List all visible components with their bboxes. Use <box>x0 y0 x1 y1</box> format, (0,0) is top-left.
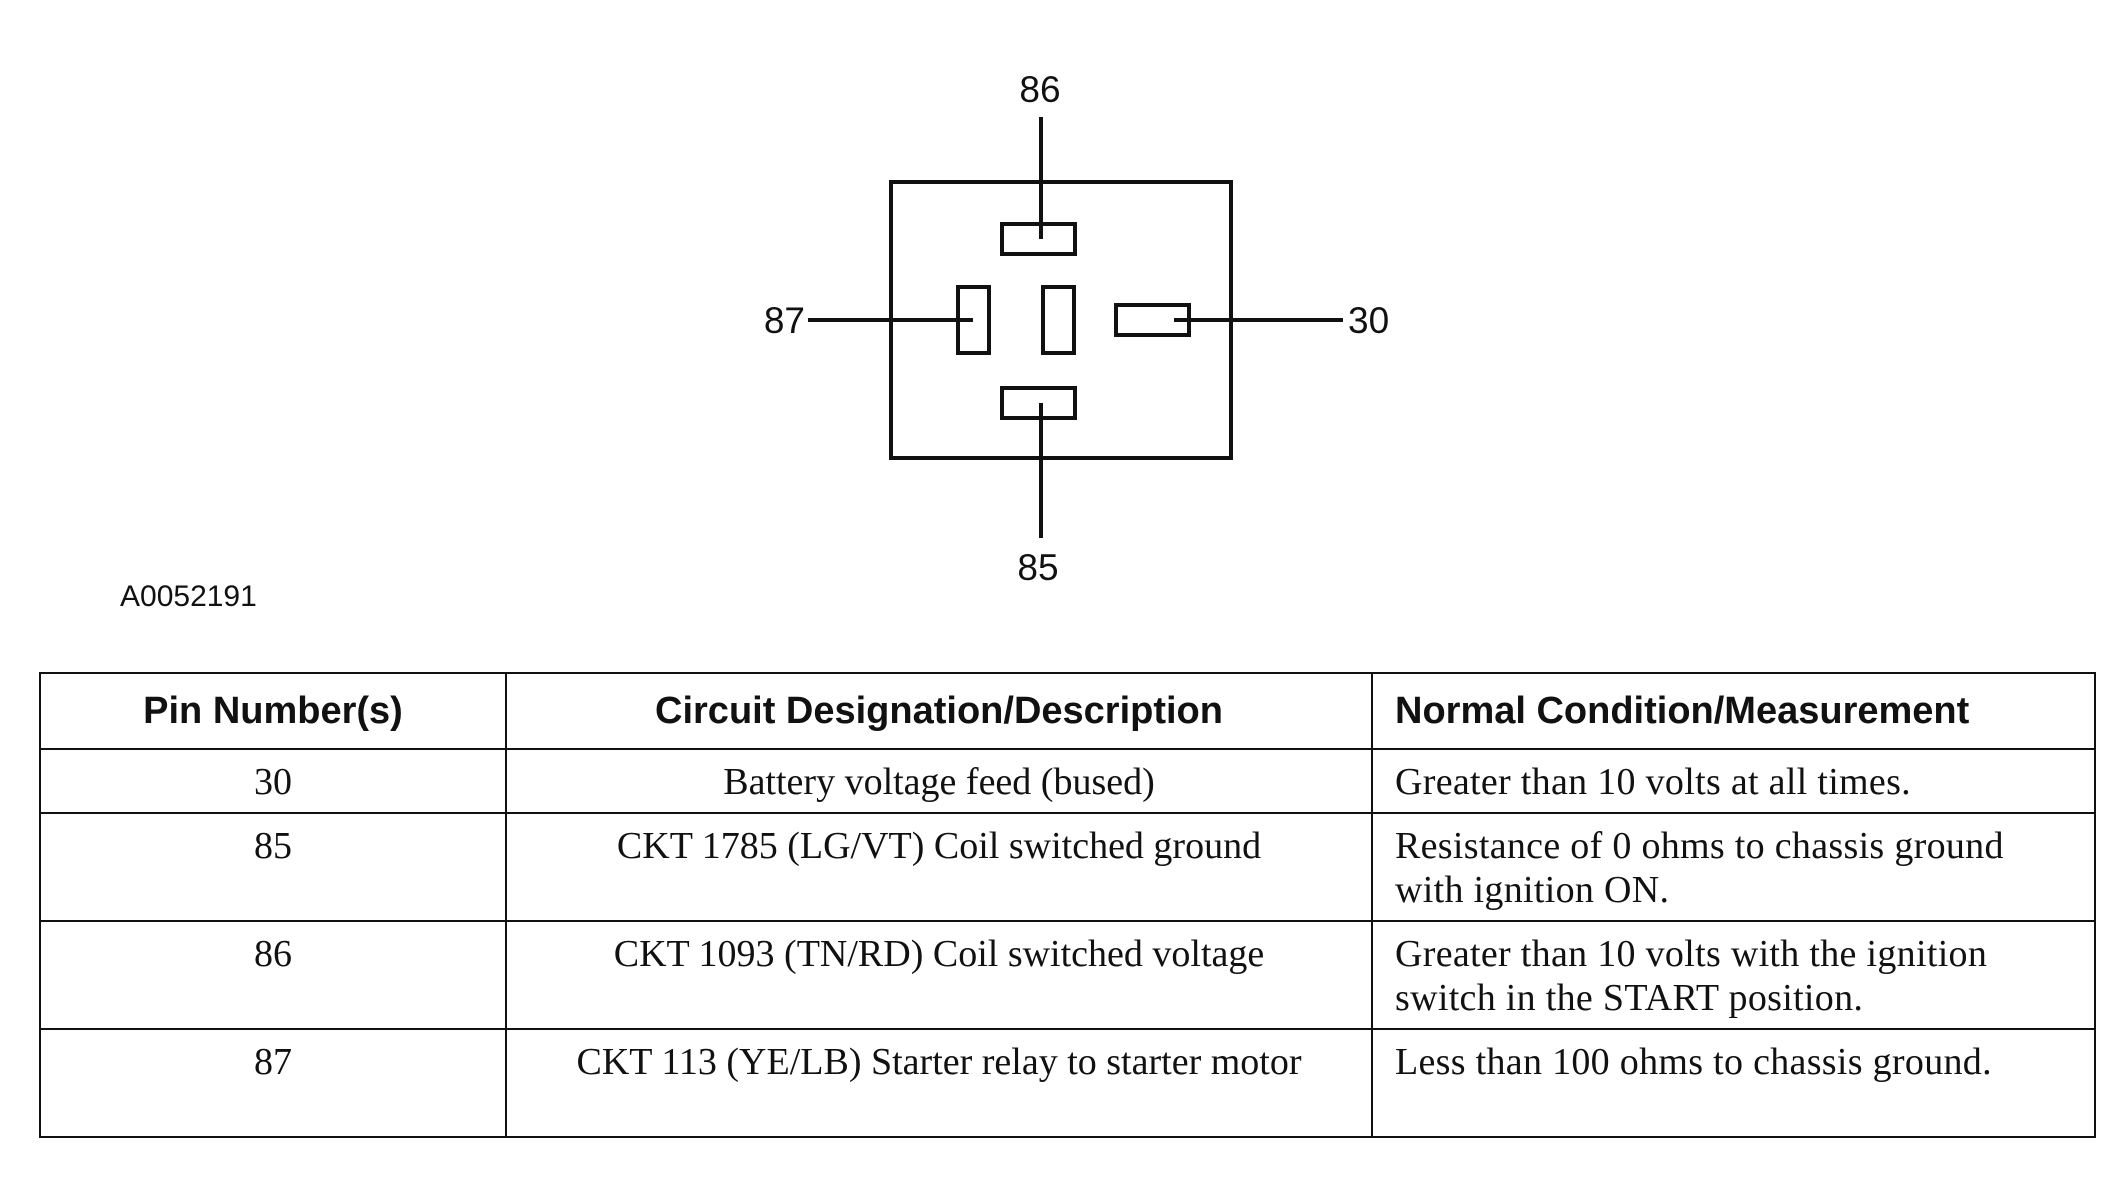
pin-cell: 87 <box>39 1028 507 1138</box>
terminal-86 <box>1000 222 1077 256</box>
measurement-cell: Less than 100 ohms to chassis ground. <box>1371 1028 2096 1138</box>
pin-label-top: 86 <box>1019 69 1060 110</box>
figure-id: A0052191 <box>120 580 257 613</box>
terminal-center <box>1041 285 1076 355</box>
header-circuit-description: Circuit Designation/Description <box>505 672 1373 750</box>
table-row: 86 CKT 1093 (TN/RD) Coil switched voltag… <box>39 920 2096 1030</box>
description-cell: Battery voltage feed (bused) <box>505 748 1373 814</box>
header-normal-condition: Normal Condition/Measurement <box>1371 672 2096 750</box>
header-pin-number: Pin Number(s) <box>39 672 507 750</box>
table-row: 87 CKT 113 (YE/LB) Starter relay to star… <box>39 1028 2096 1138</box>
pin-label-left: 87 <box>764 300 805 341</box>
measurement-cell: Resistance of 0 ohms to chassis ground w… <box>1371 812 2096 922</box>
table-header-row: Pin Number(s) Circuit Designation/Descri… <box>39 672 2096 750</box>
pin-table: Pin Number(s) Circuit Designation/Descri… <box>39 672 2096 1138</box>
relay-connector-diagram: 86 85 87 30 <box>764 69 1389 588</box>
pin-cell: 85 <box>39 812 507 922</box>
terminal-85 <box>1000 386 1077 420</box>
pin-cell: 30 <box>39 748 507 814</box>
measurement-cell: Greater than 10 volts with the ignition … <box>1371 920 2096 1030</box>
description-cell: CKT 113 (YE/LB) Starter relay to starter… <box>505 1028 1373 1138</box>
description-cell: CKT 1785 (LG/VT) Coil switched ground <box>505 812 1373 922</box>
pin-cell: 86 <box>39 920 507 1030</box>
pin-label-bottom: 85 <box>1017 547 1058 588</box>
measurement-cell: Greater than 10 volts at all times. <box>1371 748 2096 814</box>
table-row: 30 Battery voltage feed (bused) Greater … <box>39 748 2096 814</box>
pin-label-right: 30 <box>1348 300 1389 341</box>
description-cell: CKT 1093 (TN/RD) Coil switched voltage <box>505 920 1373 1030</box>
table-row: 85 CKT 1785 (LG/VT) Coil switched ground… <box>39 812 2096 922</box>
